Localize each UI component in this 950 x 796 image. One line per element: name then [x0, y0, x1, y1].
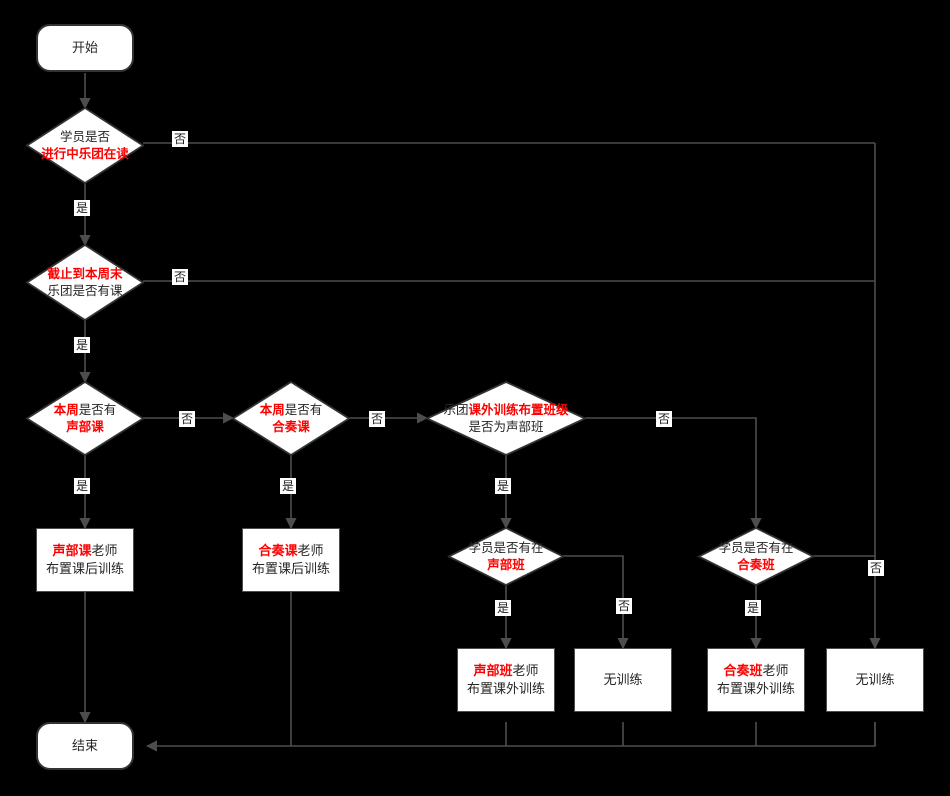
edge-d5-no-to-d7	[585, 417, 762, 530]
process-p3-line2-black: 布置课外训练	[466, 681, 545, 696]
decision-d4-line2-red: 合奏课	[272, 419, 310, 434]
process-p3-line1-red: 声部班	[473, 663, 513, 678]
edge-label-d1-no: 否	[172, 131, 189, 147]
edge-label-d4-yes: 是	[280, 478, 297, 494]
decision-d5-line1-red: 课外训练布置班级	[468, 402, 569, 417]
edge-label-d3-no: 否	[179, 411, 196, 427]
process-p5-text: 合奏班老师 布置课外训练	[717, 662, 795, 698]
process-p4-text: 无训练	[603, 671, 642, 689]
edge-label-d4-no: 否	[369, 411, 386, 427]
process-p5-line2-black: 布置课外训练	[716, 681, 795, 696]
edge-label-d7-yes: 是	[745, 600, 762, 616]
process-p2-text: 合奏课老师 布置课后训练	[252, 542, 330, 578]
decision-d4-line1-red: 本周	[259, 402, 285, 417]
decision-d5-line1-black: 乐团	[443, 402, 469, 417]
process-ensemble-group-teacher-outside-training[interactable]: 合奏班老师 布置课外训练	[707, 648, 805, 712]
process-ensemble-teacher-homework[interactable]: 合奏课老师 布置课后训练	[242, 528, 340, 592]
decision-student-in-orchestra[interactable]: 学员是否 进行中乐团在读	[27, 108, 143, 183]
start-node-label: 开始	[71, 40, 98, 55]
decision-student-in-sectional-group[interactable]: 学员是否有在 声部班	[449, 528, 563, 585]
edge-label-d6-no: 否	[616, 598, 633, 614]
end-node[interactable]: 结束	[36, 722, 134, 770]
process-p1-line1-black: 老师	[91, 543, 118, 558]
process-p3-line1-black: 老师	[512, 663, 539, 678]
process-p5-line1-red: 合奏班	[723, 663, 763, 678]
decision-d1-line1-black: 学员是否	[59, 129, 110, 144]
edge-label-d5-yes: 是	[495, 478, 512, 494]
process-p6-line1-black: 无训练	[855, 672, 895, 687]
process-sectional-teacher-homework[interactable]: 声部课老师 布置课后训练	[36, 528, 134, 592]
decision-shape-d2	[25, 243, 145, 322]
edge-label-d6-yes: 是	[495, 600, 512, 616]
process-no-training-left[interactable]: 无训练	[574, 648, 672, 712]
decision-d5-line2-black: 是否为声部班	[468, 419, 544, 434]
decision-shape-d1	[25, 106, 145, 185]
decision-d6-line2-red: 声部班	[487, 557, 525, 572]
edge-bottom-collector-to-end	[145, 722, 876, 752]
decision-d7-line2-red: 合奏班	[737, 557, 775, 572]
process-no-training-right[interactable]: 无训练	[826, 648, 924, 712]
process-p1-line2-black: 布置课后训练	[45, 561, 124, 576]
edge-d7-no-to-p6	[813, 555, 881, 650]
decision-d3-line2-red: 声部课	[66, 419, 104, 434]
process-p4-line1-black: 无训练	[603, 672, 643, 687]
decision-d2-line1-red: 截止到本周末	[47, 266, 123, 281]
decision-d1-line2-red: 进行中乐团在读	[41, 146, 129, 161]
edge-label-d2-yes: 是	[74, 337, 91, 353]
process-p2-line1-red: 合奏课	[258, 543, 298, 558]
decision-d3-line1-black: 是否有	[78, 402, 117, 417]
process-p2-line1-black: 老师	[297, 543, 324, 558]
decision-d3-text: 本周是否有 声部课	[27, 402, 143, 436]
process-p2-line2-black: 布置课后训练	[251, 561, 330, 576]
decision-d4-line1-black: 是否有	[284, 402, 323, 417]
process-p1-text: 声部课老师 布置课后训练	[46, 542, 124, 578]
process-p6-text: 无训练	[855, 671, 894, 689]
decision-d6-line1-black: 学员是否有在	[468, 540, 544, 555]
decision-d2-text: 截止到本周末 乐团是否有课	[27, 266, 143, 300]
decision-shape-d5	[424, 381, 588, 456]
decision-d7-text: 学员是否有在 合奏班	[699, 540, 813, 574]
process-p1-line1-red: 声部课	[52, 543, 92, 558]
decision-shape-d7	[696, 526, 816, 587]
edge-label-d1-yes: 是	[74, 200, 91, 216]
decision-d6-text: 学员是否有在 声部班	[449, 540, 563, 574]
decision-d4-text: 本周是否有 合奏课	[233, 402, 349, 436]
edge-d6-no-to-p4	[563, 555, 629, 650]
end-node-label: 结束	[71, 738, 98, 753]
decision-d2-line2-black: 乐团是否有课	[47, 283, 123, 298]
decision-sectional-class-this-week[interactable]: 本周是否有 声部课	[27, 382, 143, 455]
start-node[interactable]: 开始	[36, 24, 134, 72]
edge-label-d5-no: 否	[656, 411, 673, 427]
decision-d5-text: 乐团课外训练布置班级 是否为声部班	[427, 402, 585, 436]
decision-shape-d3	[25, 380, 145, 457]
decision-student-in-ensemble-group[interactable]: 学员是否有在 合奏班	[699, 528, 813, 585]
decision-shape-d6	[446, 526, 566, 587]
decision-outside-training-class-type[interactable]: 乐团课外训练布置班级 是否为声部班	[427, 382, 585, 455]
decision-d7-line1-black: 学员是否有在	[718, 540, 794, 555]
process-p5-line1-black: 老师	[762, 663, 789, 678]
decision-d1-text: 学员是否 进行中乐团在读	[27, 129, 143, 163]
process-sectional-group-teacher-outside-training[interactable]: 声部班老师 布置课外训练	[457, 648, 555, 712]
edge-label-d7-no: 否	[868, 560, 885, 576]
process-p3-text: 声部班老师 布置课外训练	[467, 662, 545, 698]
decision-ensemble-class-this-week[interactable]: 本周是否有 合奏课	[233, 382, 349, 455]
edge-label-d2-no: 否	[172, 269, 189, 285]
decision-d3-line1-red: 本周	[53, 402, 79, 417]
decision-orchestra-class-this-week[interactable]: 截止到本周末 乐团是否有课	[27, 245, 143, 320]
edge-label-d3-yes: 是	[74, 478, 91, 494]
decision-shape-d4	[231, 380, 351, 457]
